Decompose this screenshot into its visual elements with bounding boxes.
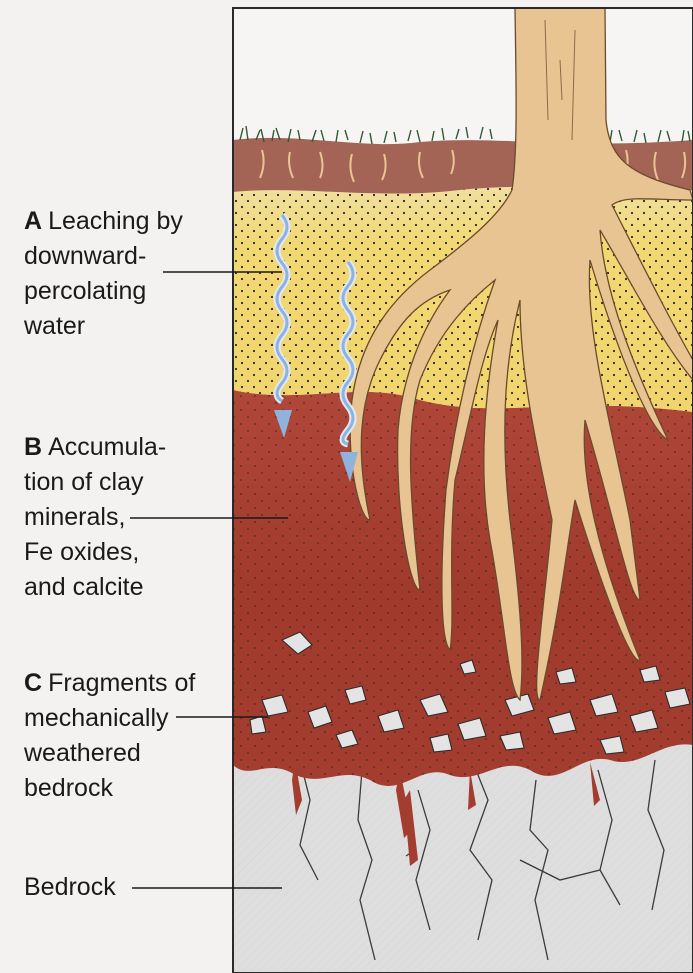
label-b-line-3: minerals,	[24, 500, 166, 535]
label-b-line-2: tion of clay	[24, 465, 166, 500]
sky	[233, 8, 693, 148]
label-b-line-4: Fe oxides,	[24, 535, 166, 570]
label-c-line-1: Fragments of	[48, 669, 195, 697]
label-c-line-2: mechanically	[24, 701, 195, 736]
label-a-line-4: water	[24, 309, 183, 344]
label-bedrock-text: Bedrock	[24, 870, 116, 905]
label-c-letter: C	[24, 669, 42, 697]
label-c-line-3: weathered	[24, 736, 195, 771]
soil-panel	[233, 8, 693, 973]
label-a-line-2: downward-	[24, 239, 183, 274]
label-c-line-4: bedrock	[24, 771, 195, 806]
label-bedrock: Bedrock	[24, 870, 116, 905]
label-b-line-1: Accumula-	[48, 433, 166, 461]
label-a-letter: A	[24, 207, 42, 235]
label-a-line-3: percolating	[24, 274, 183, 309]
label-b-letter: B	[24, 433, 42, 461]
label-b-line-5: and calcite	[24, 570, 166, 605]
label-a-line-1: Leaching by	[48, 207, 183, 235]
